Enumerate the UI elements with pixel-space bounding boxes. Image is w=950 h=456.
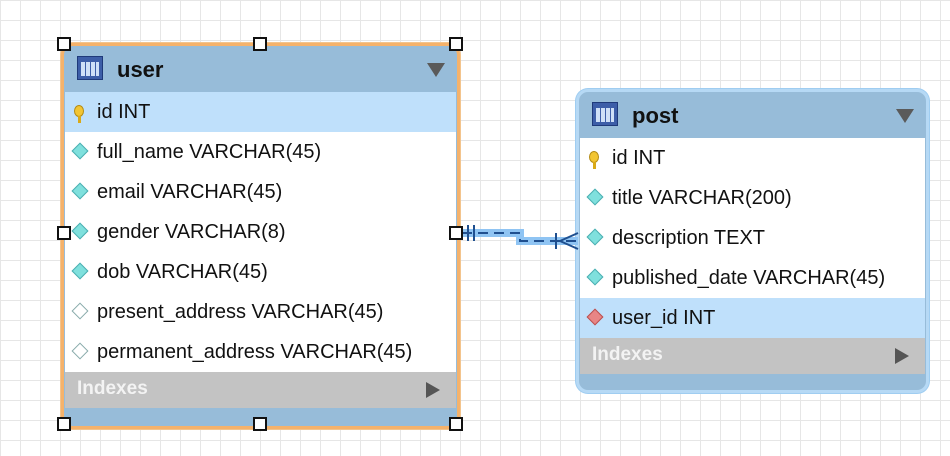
resize-handle-top[interactable] bbox=[253, 37, 267, 51]
column-row[interactable]: email VARCHAR(45) bbox=[65, 172, 456, 212]
column-row[interactable]: id INT bbox=[580, 138, 925, 178]
expand-arrow-icon[interactable] bbox=[426, 382, 440, 398]
resize-handle-bottom-right[interactable] bbox=[449, 417, 463, 431]
collapse-arrow-icon[interactable] bbox=[427, 63, 445, 77]
column-row[interactable]: description TEXT bbox=[580, 218, 925, 258]
table-user-columns: id INT full_name VARCHAR(45) email VARCH… bbox=[65, 92, 456, 372]
column-label: email VARCHAR(45) bbox=[97, 181, 283, 203]
resize-handle-bottom-left[interactable] bbox=[57, 417, 71, 431]
table-icon bbox=[77, 56, 103, 80]
column-row[interactable]: id INT bbox=[65, 92, 456, 132]
table-post-title: post bbox=[632, 103, 679, 128]
column-row[interactable]: dob VARCHAR(45) bbox=[65, 252, 456, 292]
indexes-label: Indexes bbox=[77, 378, 148, 399]
column-row[interactable]: user_id INT bbox=[580, 298, 925, 338]
column-row[interactable]: gender VARCHAR(8) bbox=[65, 212, 456, 252]
resize-handle-left[interactable] bbox=[57, 226, 71, 240]
expand-arrow-icon[interactable] bbox=[895, 348, 909, 364]
column-label: dob VARCHAR(45) bbox=[97, 261, 268, 283]
resize-handle-top-left[interactable] bbox=[57, 37, 71, 51]
table-post-header[interactable]: post bbox=[579, 92, 926, 138]
column-label: present_address VARCHAR(45) bbox=[97, 301, 384, 323]
table-user[interactable]: user id INT full_name VARCHAR(45) email … bbox=[61, 43, 460, 429]
column-row[interactable]: permanent_address VARCHAR(45) bbox=[65, 332, 456, 372]
table-post-indexes[interactable]: Indexes bbox=[580, 338, 925, 374]
table-post-columns: id INT title VARCHAR(200) description TE… bbox=[580, 138, 925, 338]
column-label: permanent_address VARCHAR(45) bbox=[97, 341, 413, 363]
table-icon bbox=[592, 102, 618, 126]
column-row[interactable]: full_name VARCHAR(45) bbox=[65, 132, 456, 172]
column-label: full_name VARCHAR(45) bbox=[97, 141, 322, 163]
column-label: gender VARCHAR(8) bbox=[97, 221, 286, 243]
collapse-arrow-icon[interactable] bbox=[896, 109, 914, 123]
column-row[interactable]: published_date VARCHAR(45) bbox=[580, 258, 925, 298]
primary-key-icon bbox=[589, 151, 599, 169]
column-label: user_id INT bbox=[612, 307, 716, 329]
column-label: id INT bbox=[612, 147, 666, 169]
table-user-header[interactable]: user bbox=[64, 46, 457, 92]
column-row[interactable]: present_address VARCHAR(45) bbox=[65, 292, 456, 332]
primary-key-icon bbox=[74, 105, 84, 123]
table-user-title: user bbox=[117, 57, 164, 82]
table-post[interactable]: post id INT title VARCHAR(200) descripti… bbox=[576, 89, 929, 393]
resize-handle-top-right[interactable] bbox=[449, 37, 463, 51]
resize-handle-bottom[interactable] bbox=[253, 417, 267, 431]
column-label: published_date VARCHAR(45) bbox=[612, 267, 886, 289]
column-label: title VARCHAR(200) bbox=[612, 187, 792, 209]
column-label: description TEXT bbox=[612, 227, 766, 249]
table-user-indexes[interactable]: Indexes bbox=[65, 372, 456, 408]
resize-handle-right[interactable] bbox=[449, 226, 463, 240]
column-row[interactable]: title VARCHAR(200) bbox=[580, 178, 925, 218]
indexes-label: Indexes bbox=[592, 344, 663, 365]
column-label: id INT bbox=[97, 101, 151, 123]
